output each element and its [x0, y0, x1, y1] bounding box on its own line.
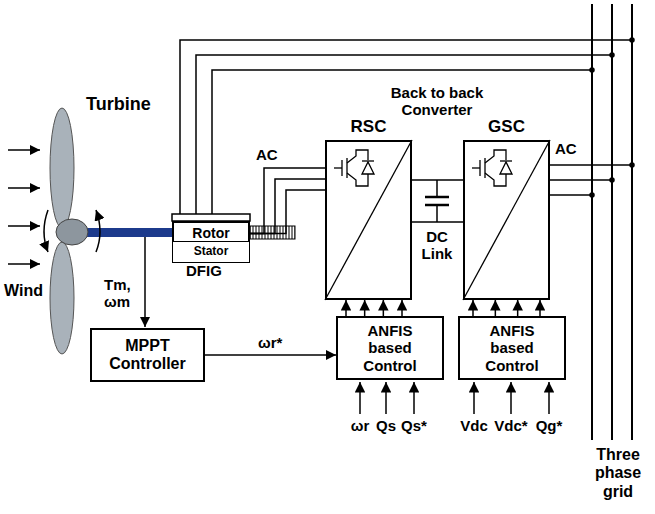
converter-box: GSC — [463, 140, 550, 300]
grid-label: Three phase grid — [584, 446, 652, 501]
measurement-arrow — [144, 237, 146, 327]
node-text: ANFIS based Control — [476, 322, 548, 374]
connector — [205, 355, 336, 356]
connector-line — [401, 300, 403, 316]
turbine — [44, 108, 172, 354]
connector-line — [205, 354, 336, 356]
connector-line — [250, 190, 325, 234]
connector-line — [250, 168, 325, 234]
connector — [250, 168, 325, 234]
ac-label: AC — [256, 146, 286, 163]
converter-box: RSC — [325, 140, 412, 300]
wind-arrows — [8, 150, 40, 264]
signal-name: ωr — [345, 417, 375, 434]
signal-name: Qg* — [532, 417, 566, 434]
slip-rings — [250, 226, 295, 239]
converter-label: Back to back Converter — [382, 84, 492, 119]
signal-name: Vdc — [456, 417, 492, 434]
input-arrows — [360, 382, 549, 414]
connector-line — [472, 300, 474, 316]
node-text: MPPT Controller — [98, 337, 198, 374]
machine-label: DFIG — [186, 262, 236, 279]
node-text: RSC — [327, 117, 410, 137]
connector-line — [364, 300, 366, 316]
dc-capacitor — [425, 180, 449, 222]
dc-link-label: DC Link — [413, 228, 461, 263]
wind-label: Wind — [4, 282, 54, 300]
connector — [473, 300, 540, 316]
stator-wires — [180, 38, 634, 214]
node-text: Rotor — [192, 225, 229, 241]
signal-name: Qs — [371, 417, 401, 434]
shaft — [84, 228, 172, 237]
control-box: ANFIS based Control — [336, 316, 444, 380]
connector-line — [495, 300, 497, 316]
connector-line — [383, 300, 385, 316]
signal-name: Qs* — [398, 417, 430, 434]
controller-box: MPPT Controller — [90, 328, 205, 382]
ac-label: AC — [555, 140, 587, 157]
signal-name: Tm, ωm — [104, 276, 142, 311]
connector-line — [250, 179, 325, 234]
igbt-symbol — [325, 140, 550, 300]
connector-line — [517, 300, 519, 316]
control-box: ANFIS based Control — [458, 316, 566, 380]
connector-line — [345, 300, 347, 316]
signal-name: ωr* — [256, 334, 284, 351]
turbine-label: Turbine — [86, 94, 166, 115]
connector-line — [539, 300, 541, 316]
connector — [412, 180, 463, 222]
node-text: GSC — [465, 117, 548, 137]
connector — [346, 300, 402, 316]
grid-bus — [592, 4, 632, 440]
connector-line — [412, 221, 463, 223]
gsc-ac-wires — [550, 163, 634, 197]
stator-core — [172, 214, 250, 221]
node-text: Stator — [194, 245, 229, 259]
node-text: ANFIS based Control — [354, 322, 426, 374]
connector-line — [412, 179, 463, 181]
signal-name: Vdc* — [492, 417, 530, 434]
stator-box: Stator — [172, 241, 250, 263]
